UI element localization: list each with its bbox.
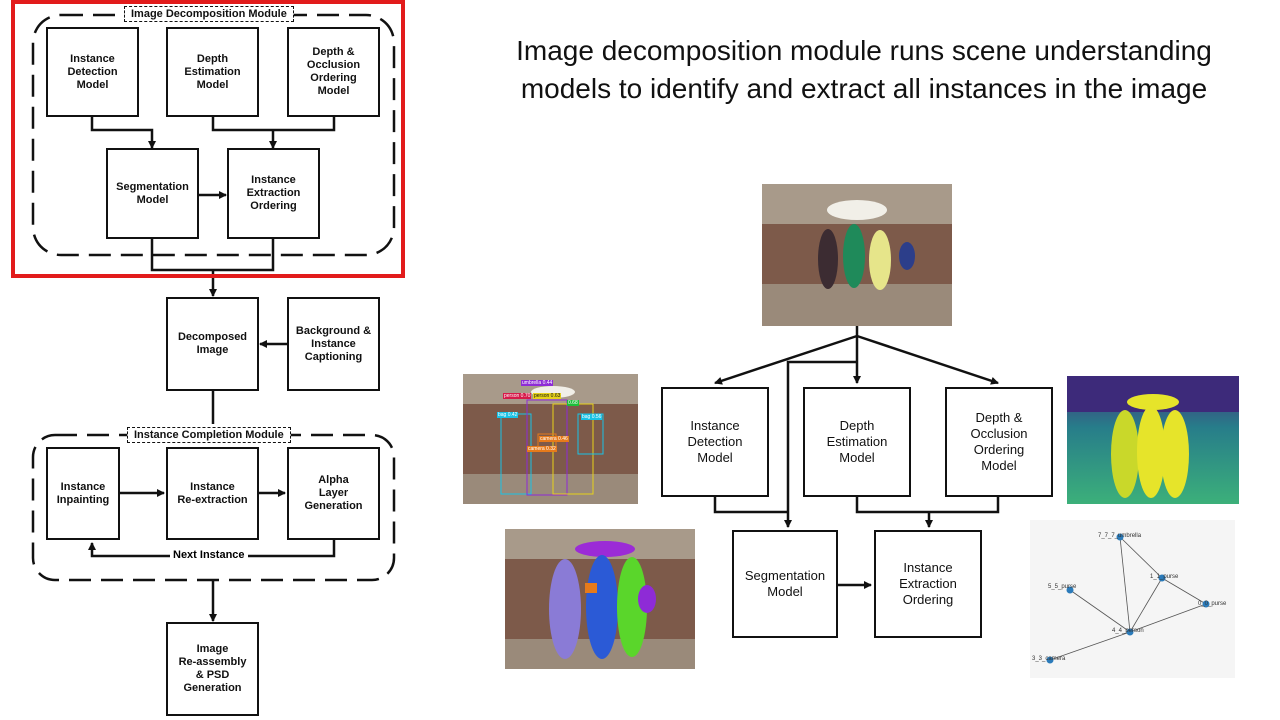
segmentation-photo — [505, 529, 695, 669]
detection-tag: bag 0.42 — [497, 412, 519, 418]
detection-tag: 0.68 — [567, 400, 579, 406]
left-depth-occlusion-box: Depth & Occlusion Ordering Model — [287, 27, 380, 117]
right-segmentation-box: Segmentation Model — [732, 530, 838, 638]
detection-photo: umbrella 0.44 person 0.63 person 0.70 ba… — [463, 374, 638, 504]
graph-node-label: 5_5_purse — [1048, 584, 1077, 590]
graph-node-label: 7_7_7_umbrella — [1098, 533, 1142, 539]
left-instance-extraction-box: Instance Extraction Ordering — [227, 148, 320, 239]
graph-node-label: 1_1_purse — [1150, 574, 1179, 580]
graph-node-label: 4_4_person — [1112, 628, 1144, 634]
alpha-layer-box: Alpha Layer Generation — [287, 447, 380, 540]
detection-tag: person 0.70 — [503, 393, 532, 399]
right-instance-extraction-box: Instance Extraction Ordering — [874, 530, 982, 638]
detection-tag: umbrella 0.44 — [521, 380, 554, 386]
decomposed-image-box: Decomposed Image — [166, 297, 259, 391]
background-captioning-box: Background & Instance Captioning — [287, 297, 380, 391]
left-segmentation-box: Segmentation Model — [106, 148, 199, 239]
slide-caption: Image decomposition module runs scene un… — [516, 35, 1212, 104]
decomposition-module-label: Image Decomposition Module — [124, 6, 294, 22]
reassembly-box: Image Re-assembly & PSD Generation — [166, 622, 259, 716]
detection-tag: camera 0.46 — [539, 436, 569, 442]
source-photo — [762, 184, 952, 326]
graph-node-label: 0_0_purse — [1198, 601, 1227, 607]
instance-reextraction-box: Instance Re-extraction — [166, 447, 259, 540]
next-instance-label: Next Instance — [170, 549, 248, 561]
occlusion-graph: 7_7_7_umbrella 1_1_purse 5_5_purse 0_0_p… — [1030, 520, 1235, 678]
detection-tag: camera 0.32 — [527, 446, 557, 452]
left-depth-estimation-box: Depth Estimation Model — [166, 27, 259, 117]
right-depth-occlusion-box: Depth & Occlusion Ordering Model — [945, 387, 1053, 497]
right-depth-estimation-box: Depth Estimation Model — [803, 387, 911, 497]
completion-module-label: Instance Completion Module — [127, 427, 291, 443]
graph-node-label: 3_3_camera — [1032, 656, 1066, 662]
depth-map — [1067, 376, 1239, 504]
detection-tag: bag 0.56 — [581, 414, 603, 420]
detection-tag: person 0.63 — [533, 393, 562, 399]
left-instance-detection-box: Instance Detection Model — [46, 27, 139, 117]
instance-inpainting-box: Instance Inpainting — [46, 447, 120, 540]
right-instance-detection-box: Instance Detection Model — [661, 387, 769, 497]
